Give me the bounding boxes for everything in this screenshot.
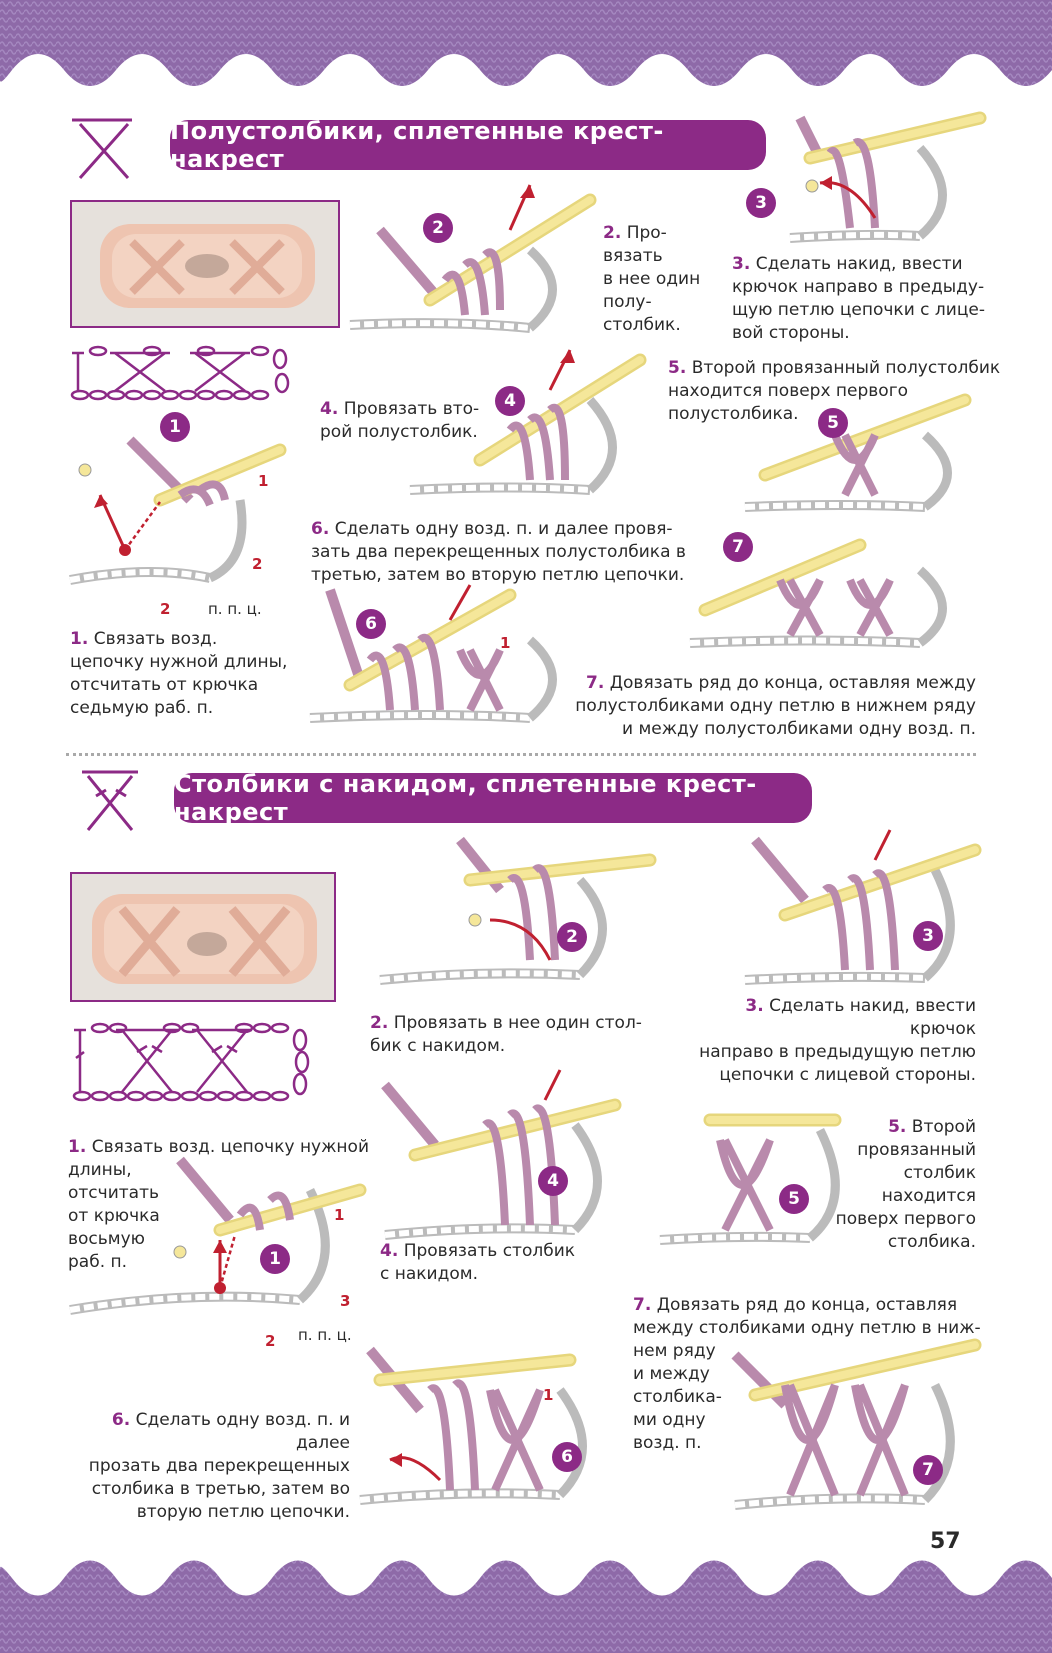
section2-step7-text: 7. Довязать ряд до конца, оставляя между… bbox=[633, 1295, 981, 1453]
section2-small-label-2: 2 bbox=[265, 1332, 276, 1350]
section1-sample-photo bbox=[70, 200, 340, 328]
section1-ppc-label: п. п. ц. bbox=[208, 600, 262, 618]
cross-symbol-icon bbox=[72, 118, 132, 179]
page-number: 57 bbox=[930, 1529, 961, 1554]
section1-step2-illustration bbox=[349, 184, 597, 333]
section1-step7-badge: 7 bbox=[723, 532, 753, 562]
section2-step4-illustration bbox=[381, 1069, 622, 1240]
section1-step1-illustration bbox=[69, 436, 287, 585]
section1-step1-badge: 1 bbox=[160, 412, 190, 442]
section1-symbol-chart bbox=[70, 345, 290, 401]
section1-step7-illustration bbox=[689, 538, 947, 648]
section1-step2-badge: 2 bbox=[423, 213, 453, 243]
section2-small-label-3: 3 bbox=[340, 1292, 351, 1310]
section2-step1-text-line1: 1. Связать возд. цепочку нужной bbox=[68, 1137, 369, 1157]
section2-step5-badge: 5 bbox=[779, 1184, 809, 1214]
section1-step6-illustration bbox=[309, 584, 557, 723]
section2-step1-illustration bbox=[69, 1156, 367, 1315]
section1-step1-text: 1. Связать возд. цепочку нужной длины, о… bbox=[70, 629, 288, 718]
cross-double-symbol-icon bbox=[82, 770, 138, 831]
section2-ppc-label: п. п. ц. bbox=[298, 1326, 352, 1344]
section1-step5-text: 5. Второй провязанный полустолбик находи… bbox=[668, 358, 1001, 424]
section2-step2-badge: 2 bbox=[557, 922, 587, 952]
section2-step6-badge: 6 bbox=[552, 1442, 582, 1472]
crochet-sample-image bbox=[92, 894, 317, 984]
section1-step6-badge: 6 bbox=[356, 609, 386, 639]
section2-step6-illustration bbox=[359, 1346, 587, 1505]
section2-step7-badge: 7 bbox=[913, 1455, 943, 1485]
section2-small-label-1b: 1 bbox=[543, 1386, 554, 1404]
section2-symbol-chart bbox=[72, 1022, 310, 1102]
section1-step5-illustration bbox=[744, 393, 972, 512]
section2-sample-photo bbox=[70, 872, 336, 1002]
section1-small-label-2a: 2 bbox=[252, 555, 263, 573]
section2-step7-illustration bbox=[731, 1338, 982, 1510]
section1-step4-text: 4. Провязать вто- рой полустолбик. bbox=[320, 399, 480, 442]
section2-small-label-1: 1 bbox=[334, 1206, 345, 1224]
bottom-border-decoration bbox=[0, 1560, 1052, 1653]
section2-step4-badge: 4 bbox=[538, 1166, 568, 1196]
top-border-decoration bbox=[0, 0, 1052, 86]
section2-step1-badge: 1 bbox=[260, 1244, 290, 1274]
section2-step2-text: 2. Провязать в нее один стол- бик с наки… bbox=[370, 1013, 642, 1056]
section1-small-label-1: 1 bbox=[258, 472, 269, 490]
section1-step4-illustration bbox=[409, 349, 647, 495]
section1-step7-text: 7. Довязать ряд до конца, оставляя между… bbox=[575, 673, 976, 739]
section1-step3-badge: 3 bbox=[746, 188, 776, 218]
section2-step5-text: 5. Второй провязанный столбик находится … bbox=[835, 1117, 976, 1252]
section1-step3-text: 3. Сделать накид, ввести крючок направо … bbox=[732, 254, 985, 343]
section2-step4-text: 4. Провязать столбик с накидом. bbox=[380, 1241, 576, 1284]
section1-step3-illustration bbox=[789, 111, 987, 243]
section1-step2-text: 2. Про- вязать в нее один полу- столбик. bbox=[603, 223, 701, 335]
section1-step6-text: 6. Сделать одну возд. п. и далее провя- … bbox=[311, 519, 686, 585]
section2-step1-text-rest: длины, отсчитать от крючка восьмую раб. … bbox=[68, 1160, 160, 1272]
section1-title: Полустолбики, сплетенные крест-накрест bbox=[170, 117, 766, 173]
section1-small-label-2b: 2 bbox=[160, 600, 171, 618]
section1-step4-badge: 4 bbox=[495, 386, 525, 416]
section1-step5-badge: 5 bbox=[818, 408, 848, 438]
section2-step3-badge: 3 bbox=[913, 921, 943, 951]
section2-step2-illustration bbox=[379, 836, 657, 985]
section2-step5-illustration bbox=[659, 1113, 842, 1245]
section2-step3-text: 3. Сделать накид, ввести крючок направо … bbox=[699, 996, 976, 1085]
section1-small-label-1b: 1 bbox=[500, 634, 511, 652]
section2-step3-illustration bbox=[744, 829, 982, 985]
section-divider bbox=[66, 753, 976, 756]
crochet-sample-image bbox=[100, 224, 315, 308]
section2-title: Столбики с накидом, сплетенные крест-нак… bbox=[174, 770, 812, 826]
section2-step6-text: 6. Сделать одну возд. п. и далее прозать… bbox=[88, 1410, 350, 1522]
